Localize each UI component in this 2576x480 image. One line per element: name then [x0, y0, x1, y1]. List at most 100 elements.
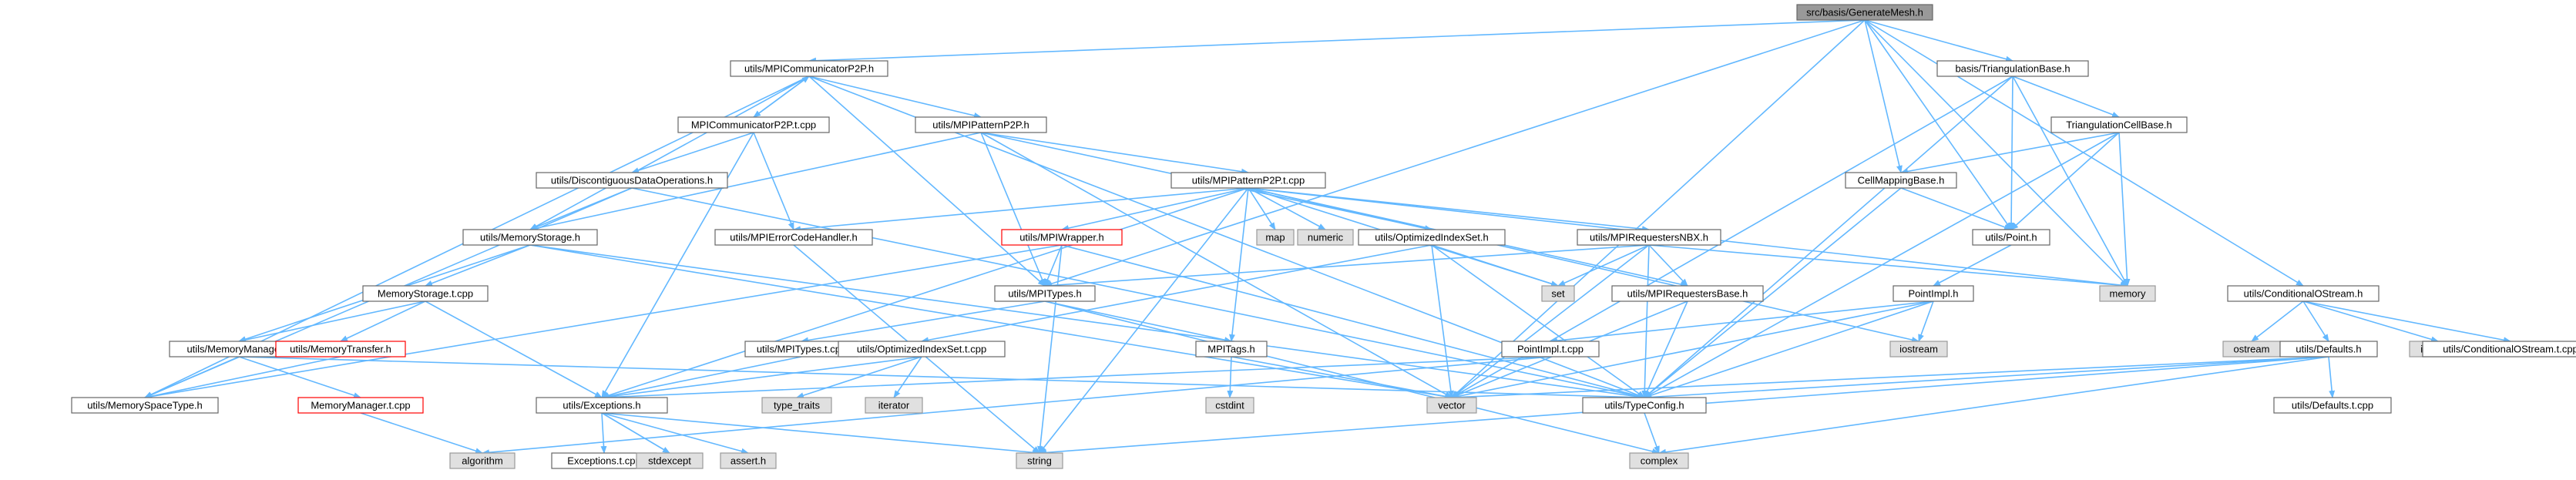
- node-label: utils/MPITypes.t.cpp: [757, 344, 846, 355]
- node-label: utils/MemoryStorage.h: [480, 232, 580, 243]
- node-label: MPITags.h: [1207, 344, 1254, 355]
- node-utils-point-h[interactable]: utils/Point.h: [1972, 229, 2050, 246]
- edge-triangcellbase-to-typeconfig: [1644, 132, 2120, 398]
- node-box: [2050, 116, 2188, 133]
- node-utils-optimizedindexset-h[interactable]: utils/OptimizedIndexSet.h: [1358, 229, 1506, 246]
- node-box: [838, 341, 1006, 357]
- node-utils-typeconfig-h[interactable]: utils/TypeConfig.h: [1582, 397, 1707, 414]
- node-box: [1016, 452, 1063, 469]
- edge-mpipattern-to-memstorage: [529, 132, 982, 232]
- node-label: utils/ConditionalOStream.t.cpp: [2443, 344, 2576, 355]
- node-box: [1972, 229, 2050, 246]
- edge-mpicommtpp-to-mpicomm: [753, 76, 810, 118]
- node-utils-discontiguousdataoperations-h[interactable]: utils/DiscontiguousDataOperations.h: [536, 172, 728, 189]
- edge-pointimpltcpp-to-exceptions: [601, 356, 1551, 401]
- edge-mpicomm-to-mpipattern: [808, 76, 982, 119]
- node-utils-mpipatternp2p-h[interactable]: utils/MPIPatternP2P.h: [915, 116, 1047, 133]
- node-utils-mpitypes-h[interactable]: utils/MPITypes.h: [994, 285, 1096, 302]
- edge-mpicomm-to-mpitypes: [808, 76, 1046, 287]
- node-box: [1358, 229, 1506, 246]
- edge-root-to-mpitypes: [1044, 19, 1866, 287]
- node-utils-mpiwrapper-h[interactable]: utils/MPIWrapper.h: [1001, 229, 1123, 246]
- edge-mpiwrapper-to-memspacetype: [144, 244, 1063, 400]
- edge-root-to-point: [1864, 19, 2012, 230]
- node-box: [1541, 285, 1575, 302]
- node-utils-optimizedindexset-t-cpp[interactable]: utils/OptimizedIndexSet.t.cpp: [838, 341, 1006, 357]
- node-box: [1629, 452, 1689, 469]
- edge-mpipatterntcpp-to-map: [1248, 187, 1276, 230]
- node-pointimpl-h[interactable]: PointImpl.h: [1893, 285, 1974, 302]
- node-utils-mpipatternp2p-t-cpp[interactable]: utils/MPIPatternP2P.t.cpp: [1170, 172, 1326, 189]
- edge-mpitypes-to-mpitypestcpp: [801, 300, 1046, 344]
- node-utils-mpirequestersbase-h[interactable]: utils/MPIRequestersBase.h: [1611, 285, 1764, 302]
- edge-triangbase-to-memory: [2012, 76, 2128, 287]
- node-set: set: [1541, 285, 1575, 302]
- edge-optindexset-to-typeconfig: [1431, 244, 1645, 398]
- node-ostream: ostream: [2222, 341, 2281, 357]
- edge-mpireqnbx-to-set: [1557, 244, 1650, 287]
- edge-defaults-to-defaultstcpp: [2328, 356, 2336, 398]
- node-label: utils/MPIPatternP2P.h: [932, 119, 1029, 131]
- edge-triangcellbase-to-memory: [2118, 132, 2131, 287]
- node-box: [677, 116, 830, 133]
- node-triangulationcellbase-h[interactable]: TriangulationCellBase.h: [2050, 116, 2188, 133]
- node-box: [1611, 285, 1764, 302]
- node-label: utils/MPICommunicatorP2P.h: [744, 63, 874, 75]
- node-utils-mpitypes-t-cpp[interactable]: utils/MPITypes.t.cpp: [744, 341, 858, 357]
- node-label: MemoryStorage.t.cpp: [378, 288, 473, 300]
- node-label: utils/MemorySpaceType.h: [87, 400, 203, 411]
- node-mpicommunicatorp2p-t-cpp[interactable]: MPICommunicatorP2P.t.cpp: [677, 116, 830, 133]
- node-utils-conditionalostream-h[interactable]: utils/ConditionalOStream.h: [2227, 285, 2380, 302]
- node-label: utils/TypeConfig.h: [1604, 400, 1684, 411]
- node-utils-memorytransfer-h[interactable]: utils/MemoryTransfer.h: [275, 341, 406, 357]
- node-label: assert.h: [730, 455, 766, 467]
- node-map: map: [1256, 229, 1295, 246]
- node-box: [1577, 229, 1721, 246]
- node-vector: vector: [1426, 397, 1477, 414]
- edge-defaults-to-typeconfig: [1644, 356, 2329, 401]
- node-label: string: [1027, 455, 1052, 467]
- edge-optindexset-to-vector: [1431, 244, 1454, 398]
- node-box: [1936, 60, 2089, 77]
- node-utils-mpirequestersnbx-h[interactable]: utils/MPIRequestersNBX.h: [1577, 229, 1721, 246]
- node-utils-defaults-h[interactable]: utils/Defaults.h: [2279, 341, 2378, 357]
- edge-mpipattern-to-vector: [980, 132, 1453, 398]
- node-utils-memoryspacetype-h[interactable]: utils/MemorySpaceType.h: [71, 397, 219, 414]
- node-src-basis-generatemesh-h[interactable]: src/basis/GenerateMesh.h: [1796, 4, 1933, 21]
- node-memorymanager-t-cpp[interactable]: MemoryManager.t.cpp: [297, 397, 424, 414]
- node-box: [1256, 229, 1295, 246]
- node-box: [915, 116, 1047, 133]
- node-utils-conditionalostream-t-cpp[interactable]: utils/ConditionalOStream.t.cpp: [2422, 341, 2576, 357]
- node-utils-mpicommunicatorp2p-h[interactable]: utils/MPICommunicatorP2P.h: [730, 60, 888, 77]
- node-label: Exceptions.t.cpp: [567, 455, 640, 467]
- node-box: [2099, 285, 2156, 302]
- node-mpitags-h[interactable]: MPITags.h: [1195, 341, 1268, 357]
- node-utils-defaults-t-cpp[interactable]: utils/Defaults.t.cpp: [2273, 397, 2392, 414]
- node-assert-h: assert.h: [720, 452, 777, 469]
- node-box: [536, 172, 728, 189]
- node-label: numeric: [1308, 232, 1344, 243]
- node-label: MemoryManager.t.cpp: [311, 400, 410, 411]
- node-box: [1170, 172, 1326, 189]
- node-label: set: [1551, 288, 1565, 300]
- edge-mpitags-to-cstdint: [1227, 356, 1234, 398]
- node-type-traits: type_traits: [761, 397, 832, 414]
- node-box: [1889, 341, 1948, 357]
- node-label: utils/MemoryTransfer.h: [290, 344, 391, 355]
- node-basis-triangulationbase-h[interactable]: basis/TriangulationBase.h: [1936, 60, 2089, 77]
- node-utils-exceptions-h[interactable]: utils/Exceptions.h: [536, 397, 668, 414]
- node-cellmappingbase-h[interactable]: CellMappingBase.h: [1845, 172, 1957, 189]
- edge-memstorage-to-memstoragetcpp: [425, 244, 531, 287]
- node-label: utils/MemoryManager.h: [186, 344, 291, 355]
- node-box: [2422, 341, 2576, 357]
- edge-triangbase-to-triangcellbase: [2012, 76, 2120, 118]
- node-utils-memorystorage-h[interactable]: utils/MemoryStorage.h: [462, 229, 598, 246]
- node-pointimpl-t-cpp[interactable]: PointImpl.t.cpp: [1501, 341, 1600, 357]
- edge-memmanager-to-memmanagertcpp: [238, 356, 361, 398]
- node-memorystorage-t-cpp[interactable]: MemoryStorage.t.cpp: [362, 285, 489, 302]
- edge-mpiwrapper-to-string: [1036, 244, 1063, 454]
- node-utils-mpierrorcodehandler-h[interactable]: utils/MPIErrorCodeHandler.h: [714, 229, 873, 246]
- edge-mpicommtpp-to-mpierror: [753, 132, 794, 230]
- node-label: utils/OptimizedIndexSet.t.cpp: [857, 344, 986, 355]
- node-box: [2273, 397, 2392, 414]
